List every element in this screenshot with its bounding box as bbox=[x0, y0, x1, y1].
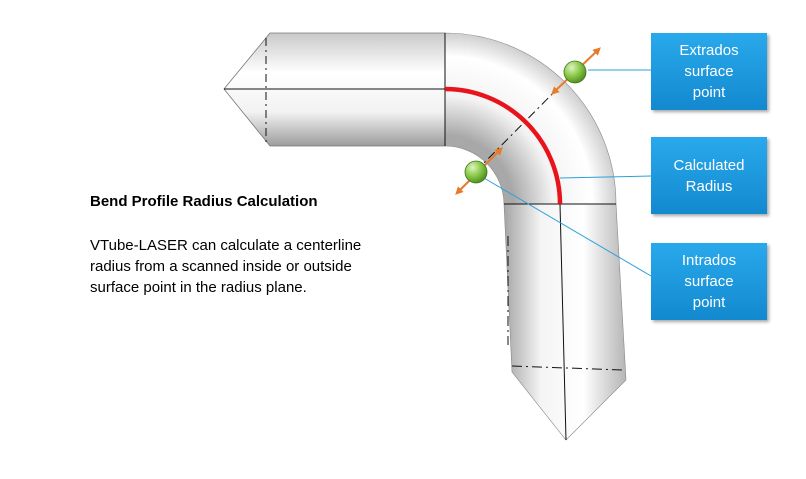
intrados-point-icon bbox=[464, 160, 488, 184]
diagram-description: VTube-LASER can calculate a centerline r… bbox=[90, 235, 430, 298]
callout-intrados-line-1: Intrados bbox=[681, 252, 737, 269]
calculated-radius-arc bbox=[444, 86, 563, 205]
callout-intrados-surface-point: Intrados surface point bbox=[651, 243, 767, 320]
diagram-title: Bend Profile Radius Calculation bbox=[90, 193, 318, 210]
callout-extrados-surface-point: Extrados surface point bbox=[651, 33, 767, 110]
description-line-3: surface point in the radius plane. bbox=[90, 279, 307, 296]
callout-calculated-radius: Calculated Radius bbox=[651, 137, 767, 214]
callout-intrados-line-3: point bbox=[692, 294, 726, 311]
callout-extrados-line-2: surface bbox=[684, 63, 734, 80]
extrados-point-icon bbox=[563, 60, 587, 84]
description-line-1: VTube-LASER can calculate a centerline bbox=[90, 237, 362, 254]
callout-radius-line-1: Calculated bbox=[673, 156, 745, 174]
callout-extrados-line-1: Extrados bbox=[679, 42, 739, 59]
callout-extrados-line-3: point bbox=[692, 84, 726, 101]
description-line-2: radius from a scanned inside or outside bbox=[90, 258, 352, 275]
callout-intrados-line-2: surface bbox=[684, 273, 734, 290]
callout-radius-line-2: Radius bbox=[685, 177, 733, 195]
